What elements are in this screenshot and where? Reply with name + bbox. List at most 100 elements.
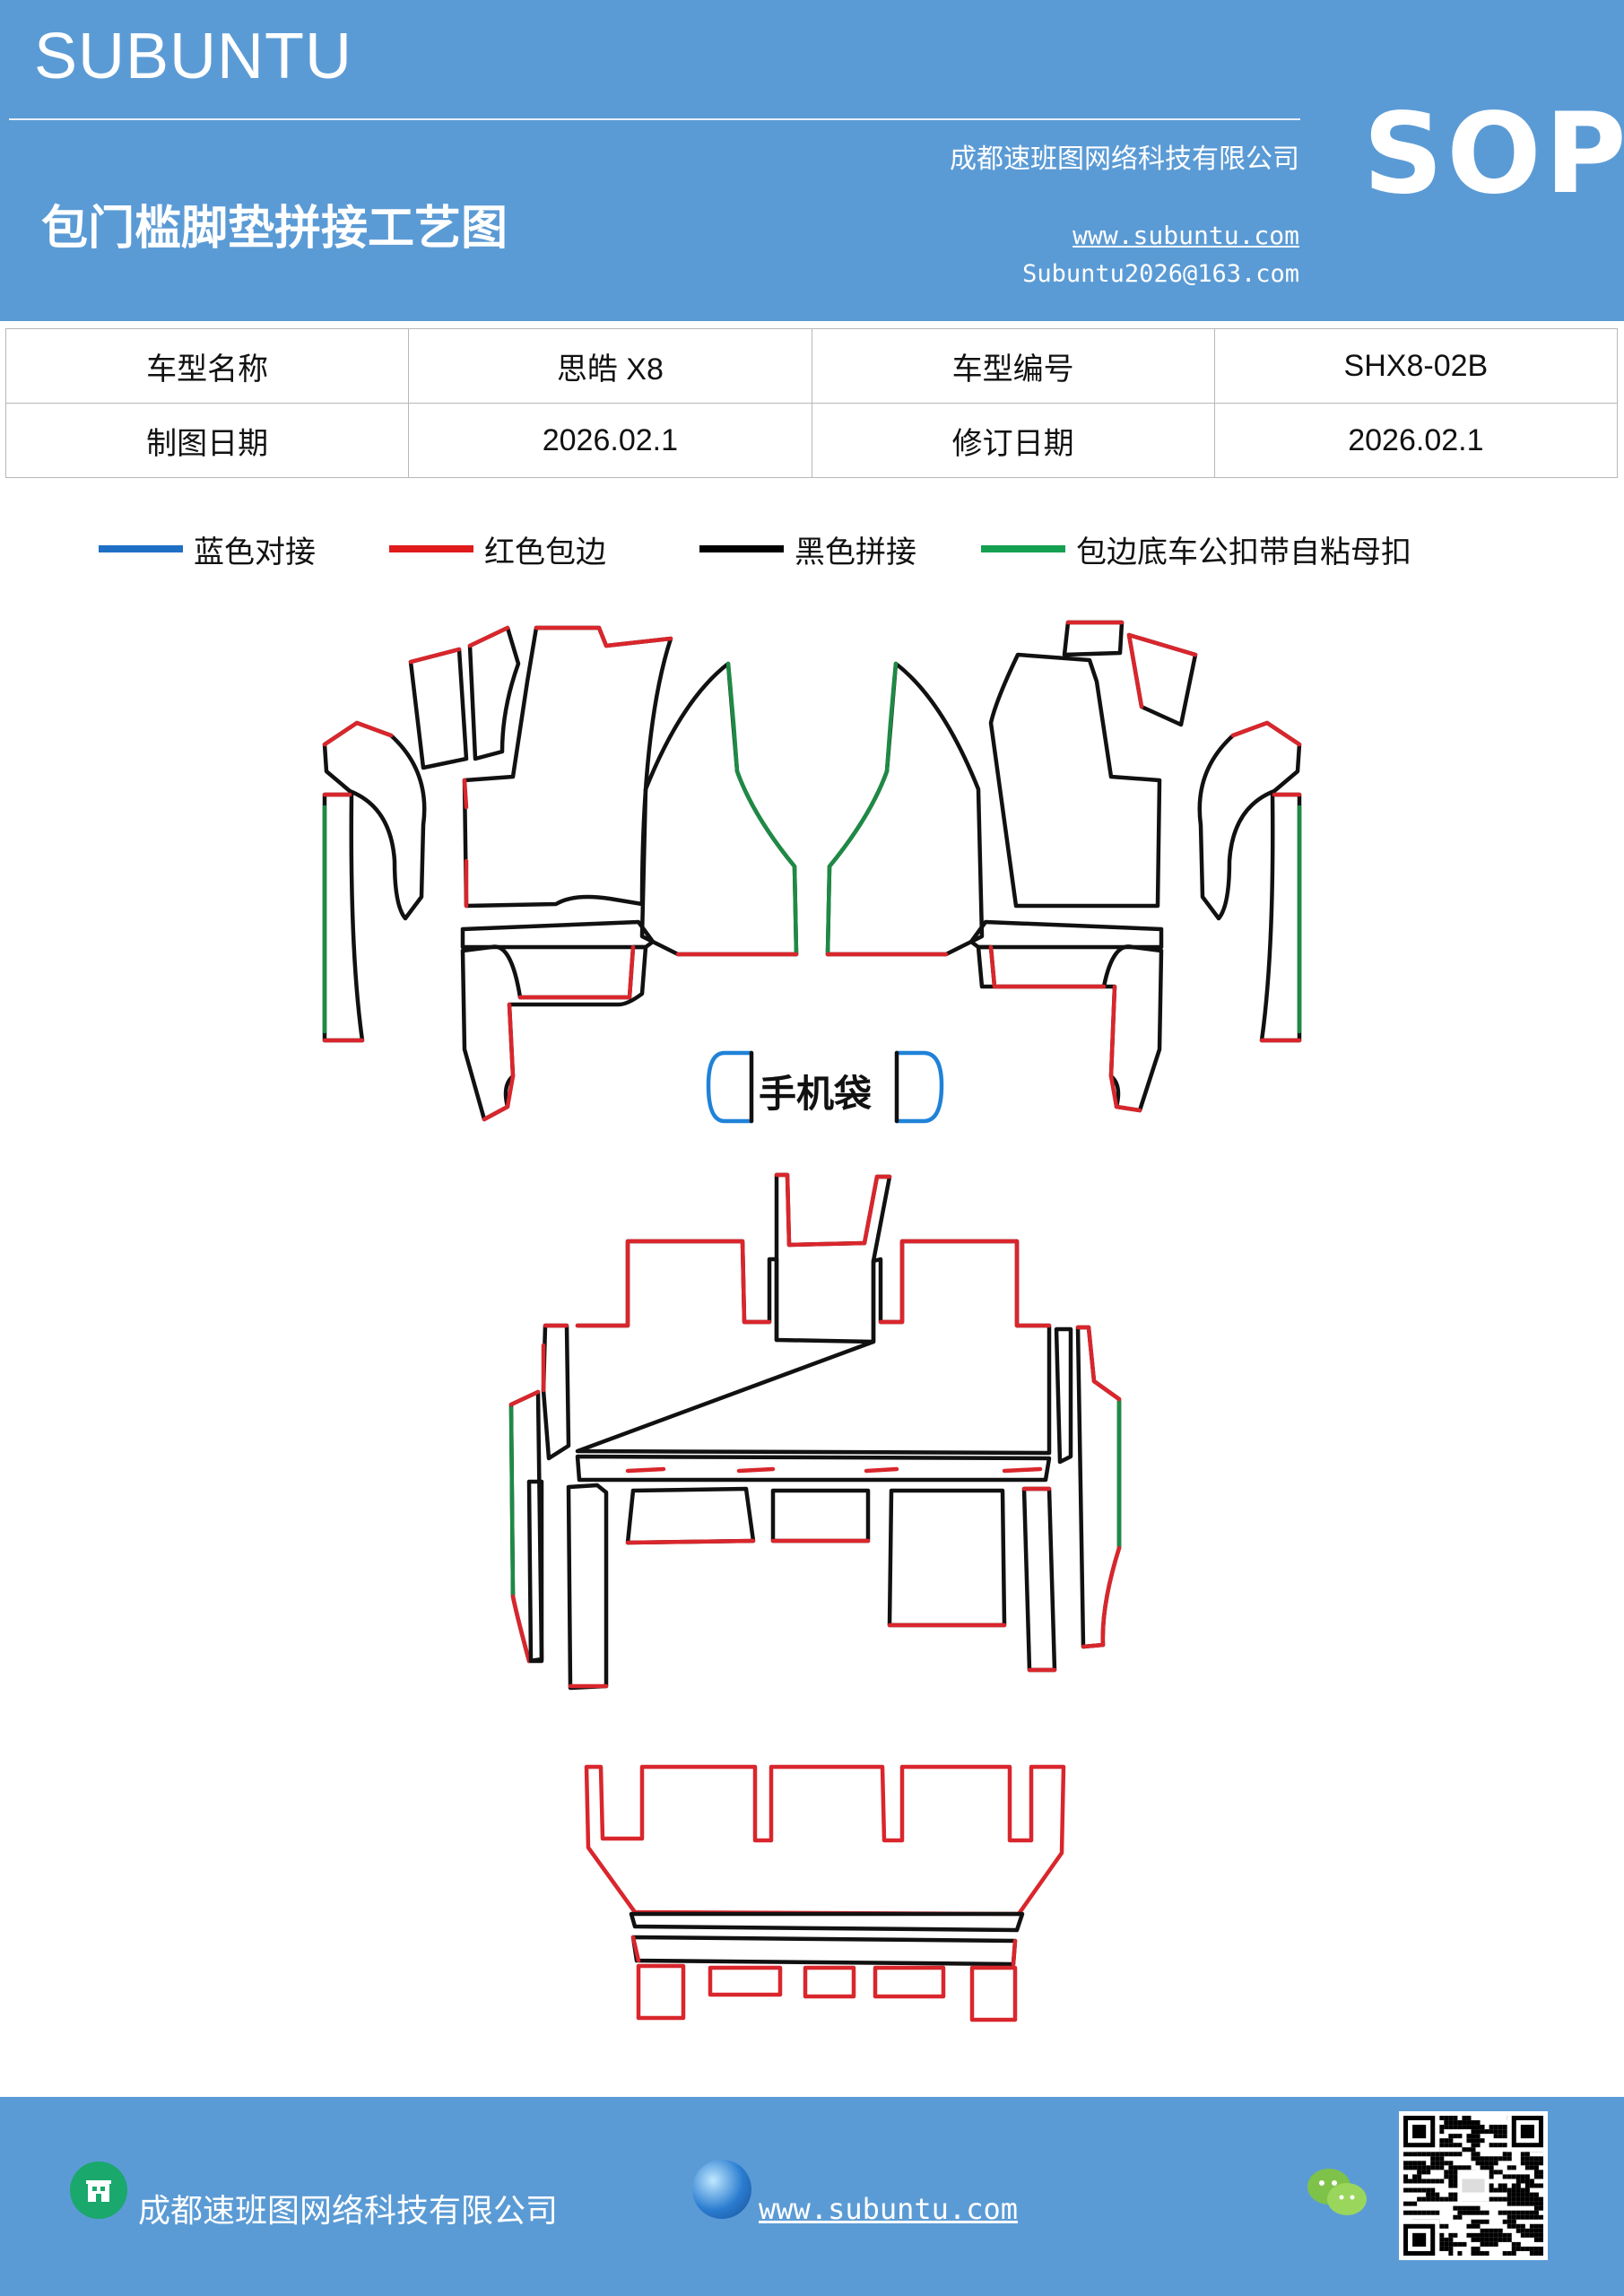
vehicle-info-table: 车型名称 思皓 X8 车型编号 SHX8-02B 制图日期 2026.02.1 …	[4, 328, 1619, 478]
rear-pad-3	[803, 1965, 856, 1999]
fr-pillar-red	[1126, 632, 1198, 709]
fl-side-strip-red	[322, 792, 365, 1043]
rear-cross-strip	[629, 1911, 1025, 1933]
building-icon	[70, 2161, 127, 2219]
middle-mat-group	[508, 1172, 1122, 1691]
fl-pillar	[408, 647, 469, 770]
mid-left-outer-green	[508, 1405, 516, 1599]
fl-panel-2	[467, 625, 521, 761]
legend-label-red: 红色包边	[484, 534, 606, 570]
mid-left-outer-red	[508, 1389, 541, 1664]
mid-main-red	[575, 1239, 1052, 1328]
revise-date-label: 修订日期	[811, 403, 1215, 478]
fr-outer-strip-red	[1230, 720, 1302, 747]
legend-label-blue: 蓝色对接	[194, 534, 316, 570]
rear-lower-band	[630, 1935, 1018, 1967]
mid-right-strip	[1054, 1326, 1073, 1465]
mid-lower-left-outer	[526, 1479, 544, 1664]
fr-door-panel	[825, 661, 985, 957]
fr-pillar	[1126, 632, 1198, 727]
header-company: 成都速班图网络科技有限公司	[950, 144, 1299, 175]
mid-pad-2	[770, 1488, 871, 1544]
fr-lower-panel	[976, 944, 1164, 1113]
mid-lower-right-leg-red	[1021, 1486, 1057, 1673]
mid-cross-strip-red	[625, 1466, 1043, 1474]
fr-main-panel	[988, 652, 1162, 909]
mid-main	[575, 1239, 1052, 1456]
header-email[interactable]: Subuntu2026@163.com	[1022, 260, 1299, 288]
model-code-label: 车型编号	[811, 328, 1215, 404]
wechat-icon[interactable]	[1306, 2165, 1368, 2221]
legend-swatch-red	[389, 545, 473, 552]
fr-lower-red	[988, 944, 1142, 1113]
legend-swatch-black	[699, 545, 784, 552]
fl-bottom-strip	[460, 919, 656, 950]
fl-panel-2-red	[467, 625, 510, 648]
legend-label-black: 黑色拼接	[795, 534, 916, 570]
page-title: 包门槛脚垫拼接工艺图	[41, 202, 508, 256]
fl-main-red	[462, 625, 673, 909]
fl-door-green	[725, 661, 799, 957]
legend-swatch-green	[981, 545, 1065, 552]
fl-main-panel	[462, 625, 673, 909]
pocket-right-tab	[894, 1050, 944, 1124]
legend-swatch-blue	[99, 545, 183, 552]
mid-pad-3	[887, 1488, 1007, 1628]
footer-website-link[interactable]: www.subuntu.com	[759, 2192, 1018, 2226]
rear-mat-group	[584, 1764, 1066, 2022]
mid-tunnel-red	[774, 1172, 892, 1248]
phone-pocket-label: 手机袋	[759, 1072, 873, 1116]
header-divider	[9, 118, 1300, 120]
mid-left-strip	[541, 1323, 571, 1461]
table-row: 车型名称 思皓 X8 车型编号 SHX8-02B	[4, 328, 1619, 404]
fr-outer-strip	[1197, 720, 1302, 921]
fl-pillar-red	[408, 647, 462, 665]
mid-pad-1-red	[625, 1538, 756, 1545]
qr-code[interactable]	[1399, 2111, 1548, 2260]
fr-bottom-strip	[968, 919, 1164, 950]
rear-main	[584, 1764, 1066, 1917]
phone-pocket	[706, 1050, 944, 1124]
rear-pad-5	[969, 1965, 1018, 2022]
fl-side-strip	[322, 792, 365, 1043]
rear-pad-2	[708, 1965, 783, 1997]
front-left-mat-group	[322, 625, 799, 1122]
draw-date-label: 制图日期	[4, 403, 410, 478]
fr-panel-2	[1062, 620, 1125, 657]
legend-item-green: 包边底车公扣带自粘母扣	[981, 527, 1411, 570]
legend-label-green: 包边底车公扣带自粘母扣	[1076, 534, 1411, 570]
floor-mat-diagram	[322, 620, 1302, 2022]
mid-pad-1	[625, 1486, 756, 1545]
brand-name: SUBUNTU	[34, 21, 353, 92]
rear-pad-4	[873, 1965, 946, 1999]
fl-lower-red	[482, 944, 636, 1122]
mid-left-outer	[508, 1389, 544, 1664]
globe-icon	[692, 2160, 751, 2219]
legend-item-blue: 蓝色对接	[99, 527, 316, 570]
table-row: 制图日期 2026.02.1 修订日期 2026.02.1	[4, 403, 1619, 478]
mid-lower-right-leg	[1021, 1486, 1057, 1673]
mid-right-outer-red	[1075, 1325, 1122, 1649]
mid-right-outer	[1075, 1325, 1122, 1649]
fr-door-green	[825, 661, 899, 957]
mid-lower-left-leg	[566, 1483, 609, 1691]
model-code-value: SHX8-02B	[1213, 328, 1619, 404]
fl-door-panel	[639, 661, 799, 957]
model-name-label: 车型名称	[4, 328, 410, 404]
fl-outer-strip	[322, 720, 427, 921]
header-banner	[0, 0, 1624, 321]
fr-side-strip-red	[1259, 792, 1302, 1043]
sop-badge: SOP	[1363, 90, 1624, 219]
fl-outer-strip-red	[322, 720, 394, 747]
front-right-mat-group	[825, 620, 1302, 1113]
model-name-value: 思皓 X8	[408, 328, 812, 404]
pocket-left-tab	[706, 1050, 754, 1124]
draw-date-value: 2026.02.1	[408, 403, 812, 478]
revise-date-value: 2026.02.1	[1213, 403, 1619, 478]
mid-left-strip-red	[541, 1323, 569, 1393]
rear-lower-band-red	[630, 1935, 1018, 1967]
legend-item-red: 红色包边	[389, 527, 606, 570]
header-website-link[interactable]: www.subuntu.com	[1073, 221, 1299, 250]
fr-side-strip	[1259, 792, 1302, 1043]
fl-lower-panel	[460, 944, 648, 1122]
